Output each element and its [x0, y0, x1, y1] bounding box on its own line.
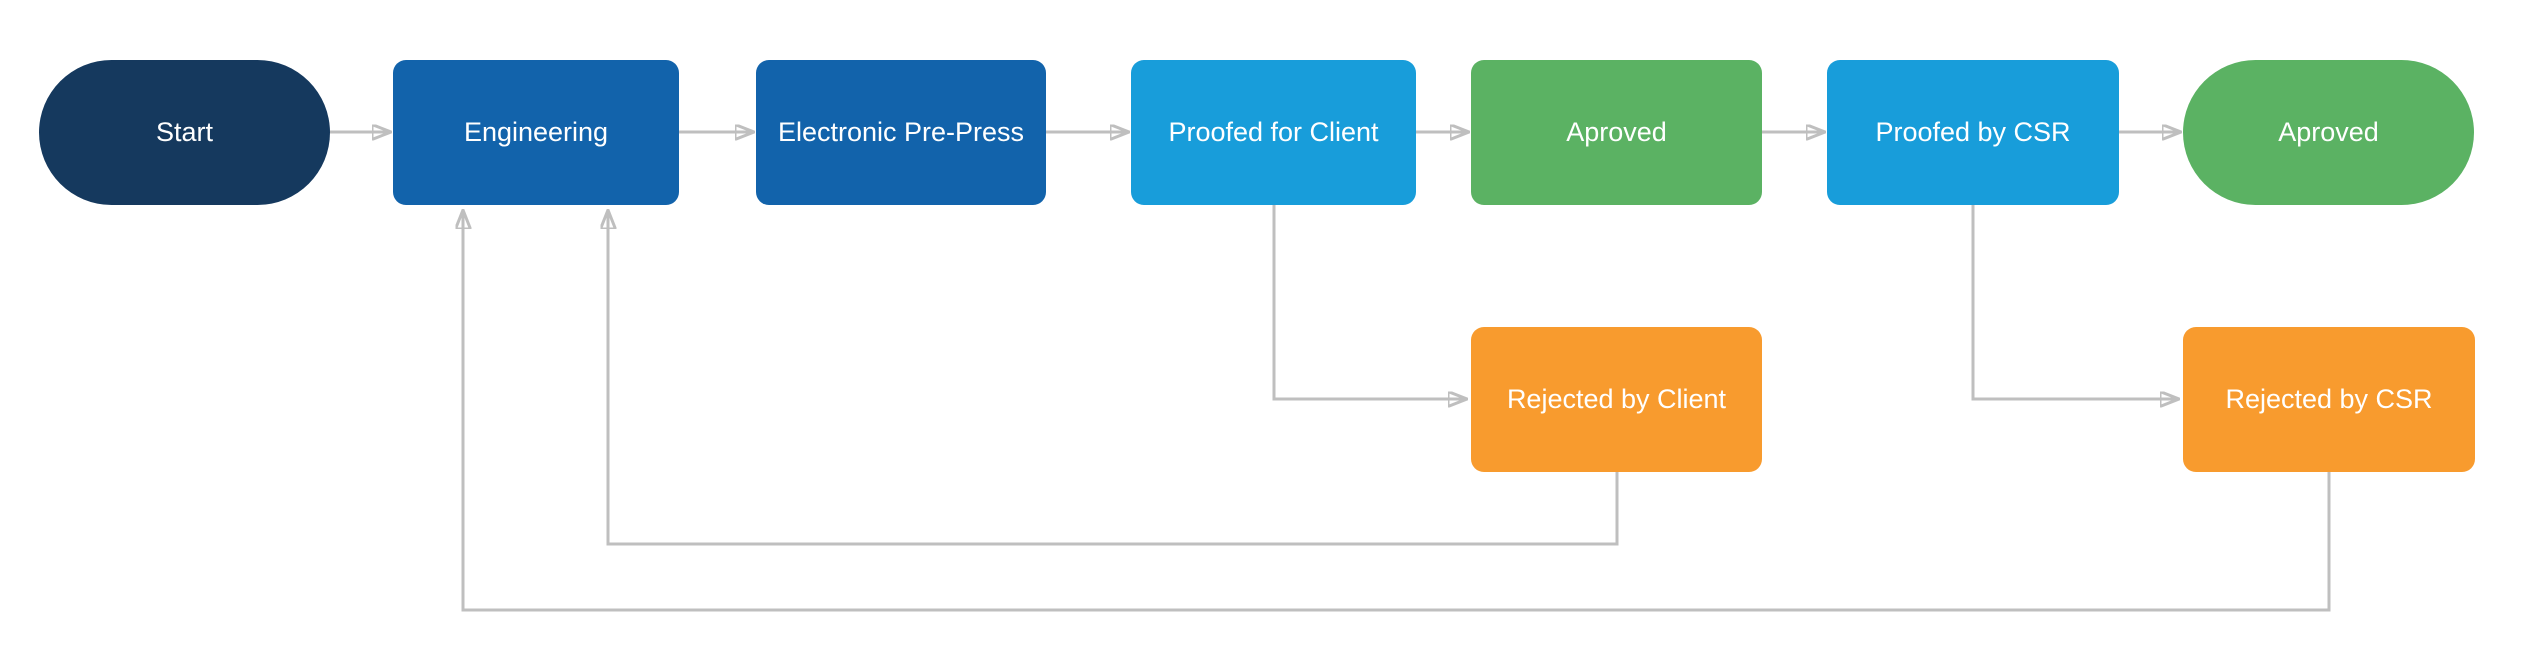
- node-aproved-client[interactable]: Aproved: [1471, 60, 1762, 205]
- node-engineering[interactable]: Engineering: [393, 60, 679, 205]
- node-aproved-client-label: Aproved: [1566, 116, 1667, 147]
- edge-rejected-by-csr-to-engineering: [463, 211, 2331, 612]
- edge-proofed-for-client-to-rejected-by-client: [1272, 205, 1466, 399]
- node-proofed-for-client-label: Proofed for Client: [1168, 116, 1379, 147]
- node-proofed-for-client[interactable]: Proofed for Client: [1131, 60, 1416, 205]
- node-rejected-by-csr[interactable]: Rejected by CSR: [2183, 327, 2475, 472]
- node-engineering-label: Engineering: [463, 116, 609, 147]
- node-start[interactable]: Start: [39, 60, 330, 205]
- edge-rejected-by-client-to-engineering: [608, 211, 1619, 546]
- node-rejected-by-csr-label: Rejected by CSR: [2225, 383, 2433, 414]
- node-start-label: Start: [155, 116, 214, 147]
- node-electronic-pre-press-label: Electronic Pre-Press: [777, 116, 1025, 147]
- node-rejected-by-client-label: Rejected by Client: [1506, 383, 1727, 414]
- node-proofed-by-csr-label: Proofed by CSR: [1875, 116, 2071, 147]
- node-aproved-final[interactable]: Aproved: [2183, 60, 2474, 205]
- node-electronic-pre-press[interactable]: Electronic Pre-Press: [756, 60, 1046, 205]
- node-aproved-final-label: Aproved: [2278, 116, 2379, 147]
- node-proofed-by-csr[interactable]: Proofed by CSR: [1827, 60, 2119, 205]
- edge-proofed-by-csr-to-rejected-by-csr: [1971, 205, 2178, 399]
- node-rejected-by-client[interactable]: Rejected by Client: [1471, 327, 1762, 472]
